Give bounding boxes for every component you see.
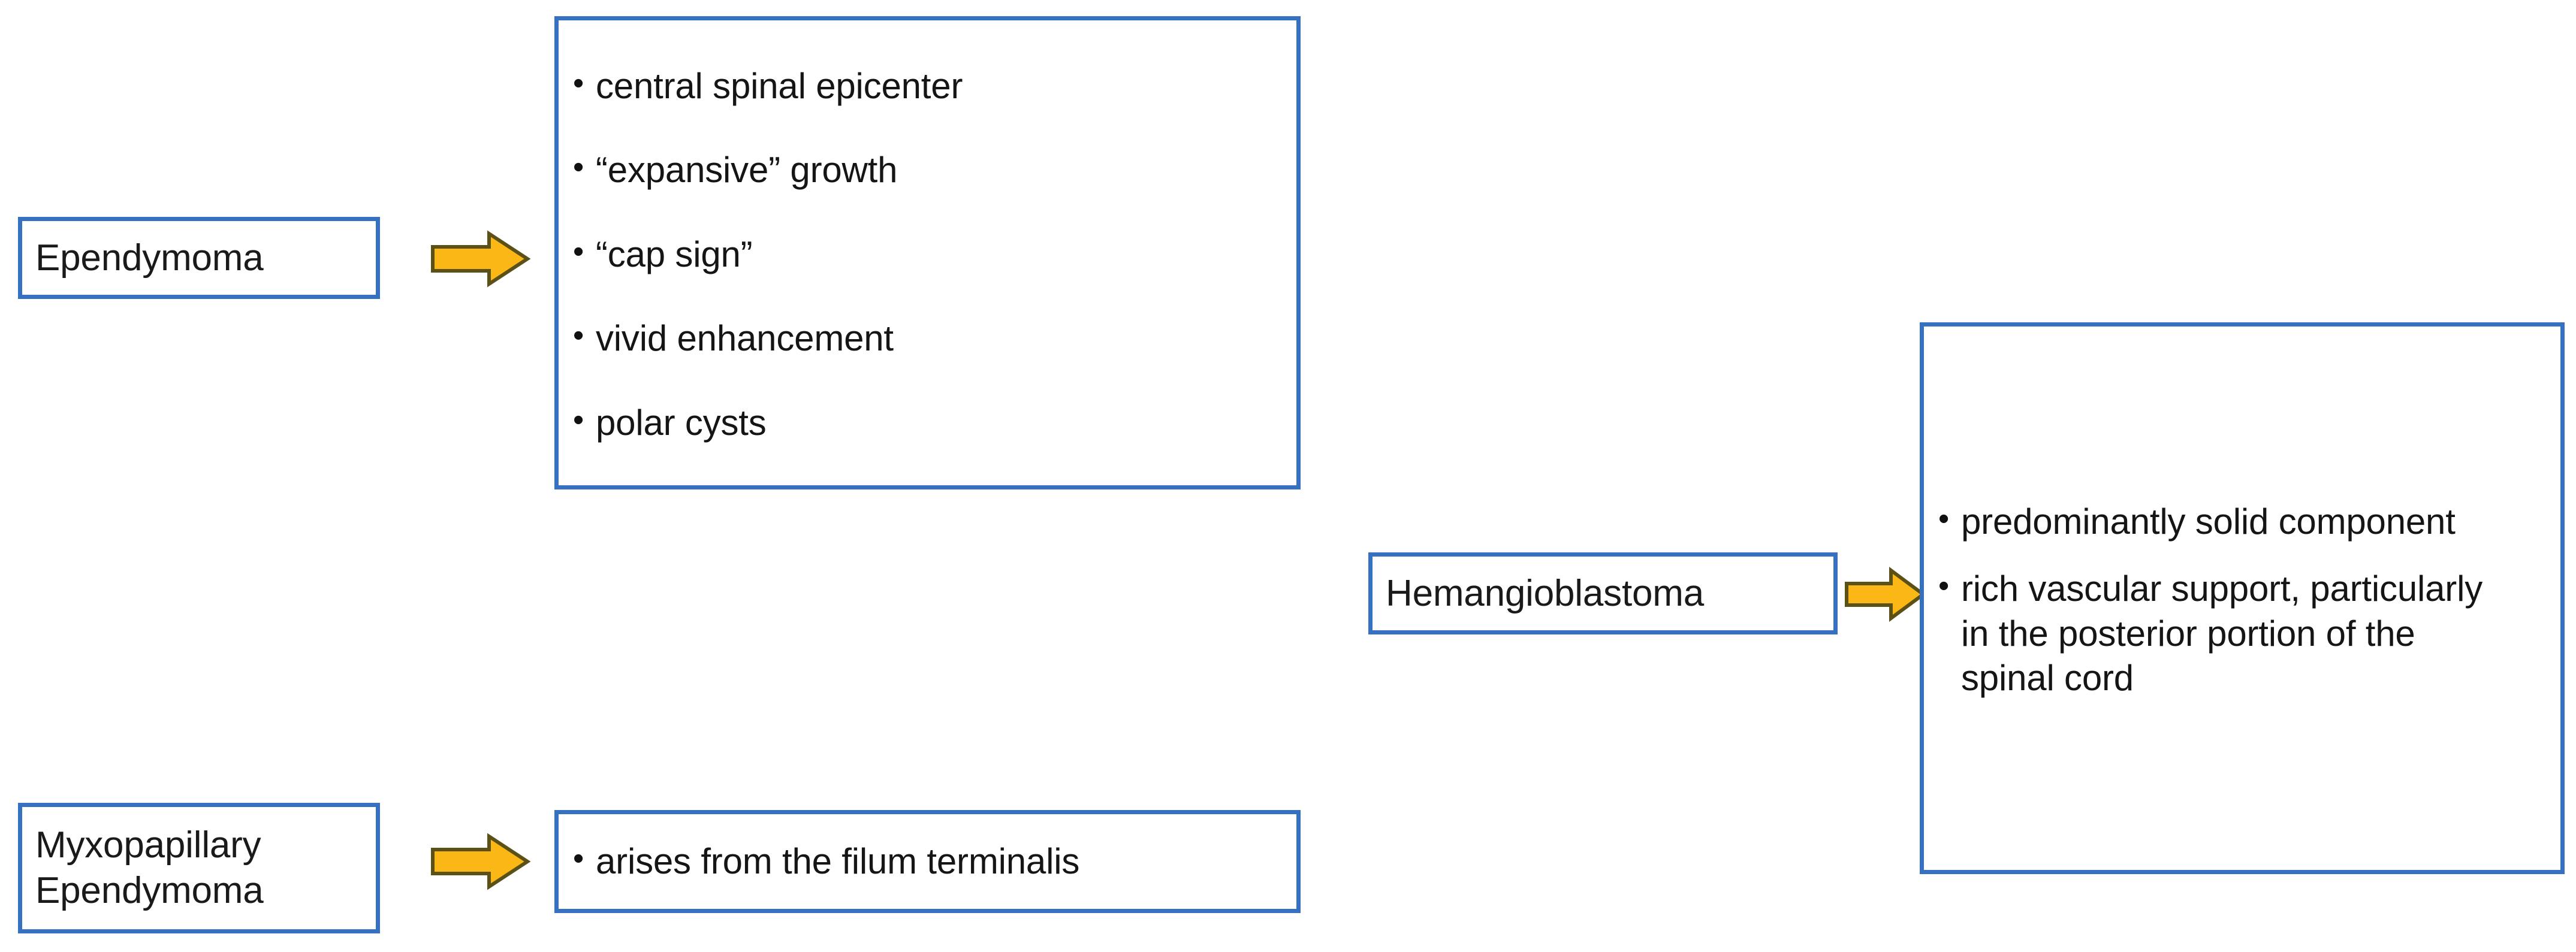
list-item: • central spinal epicenter bbox=[559, 64, 1296, 108]
bullet-text: central spinal epicenter bbox=[596, 66, 963, 107]
list-item: • vivid enhancement bbox=[559, 316, 1296, 361]
list-item: • predominantly solid component bbox=[1924, 500, 2560, 544]
bullet-list-myxopapillary: • arises from the filum terminalis bbox=[559, 839, 1296, 884]
bullet-text: “cap sign” bbox=[596, 234, 753, 274]
node-ependymoma[interactable]: Ependymoma bbox=[18, 217, 380, 299]
bullet-dot-icon: • bbox=[573, 318, 584, 353]
bullet-dot-icon: • bbox=[573, 402, 584, 437]
bullet-dot-icon: • bbox=[573, 66, 584, 101]
node-myxopapillary-ependymoma-label: Myxopapillary Ependymoma bbox=[35, 824, 264, 911]
feature-box-ependymoma: • central spinal epicenter • “expansive”… bbox=[554, 16, 1301, 489]
node-myxopapillary-ependymoma[interactable]: Myxopapillary Ependymoma bbox=[18, 803, 380, 933]
bullet-text: polar cysts bbox=[596, 402, 767, 443]
list-item: • arises from the filum terminalis bbox=[559, 839, 1296, 884]
list-item: • “cap sign” bbox=[559, 232, 1296, 277]
bullet-dot-icon: • bbox=[1938, 501, 1950, 536]
arrow-myxopapillary-to-features-icon bbox=[431, 833, 531, 890]
bullet-list-ependymoma: • central spinal epicenter • “expansive”… bbox=[559, 46, 1296, 460]
list-item: • rich vascular support, particularly in… bbox=[1924, 567, 2560, 700]
bullet-text: rich vascular support, particularly in t… bbox=[1961, 569, 2483, 698]
bullet-text: predominantly solid component bbox=[1961, 501, 2456, 542]
node-hemangioblastoma-label: Hemangioblastoma bbox=[1386, 572, 1704, 614]
feature-box-myxopapillary-ependymoma: • arises from the filum terminalis bbox=[554, 810, 1301, 913]
list-item: • polar cysts bbox=[559, 401, 1296, 445]
bullet-text: vivid enhancement bbox=[596, 318, 894, 359]
arrow-ependymoma-to-features-icon bbox=[431, 230, 531, 288]
list-item: • “expansive” growth bbox=[559, 148, 1296, 192]
bullet-dot-icon: • bbox=[1938, 569, 1950, 604]
bullet-text: “expansive” growth bbox=[596, 150, 898, 191]
node-ependymoma-label: Ependymoma bbox=[35, 237, 264, 279]
bullet-list-hemangioblastoma: • predominantly solid component • rich v… bbox=[1924, 489, 2560, 708]
bullet-dot-icon: • bbox=[573, 234, 584, 269]
arrow-hemangioblastoma-to-features-icon bbox=[1845, 567, 1927, 622]
bullet-dot-icon: • bbox=[573, 841, 584, 876]
node-hemangioblastoma[interactable]: Hemangioblastoma bbox=[1368, 552, 1838, 634]
bullet-text: arises from the filum terminalis bbox=[596, 841, 1080, 881]
feature-box-hemangioblastoma: • predominantly solid component • rich v… bbox=[1920, 322, 2565, 874]
bullet-dot-icon: • bbox=[573, 150, 584, 185]
